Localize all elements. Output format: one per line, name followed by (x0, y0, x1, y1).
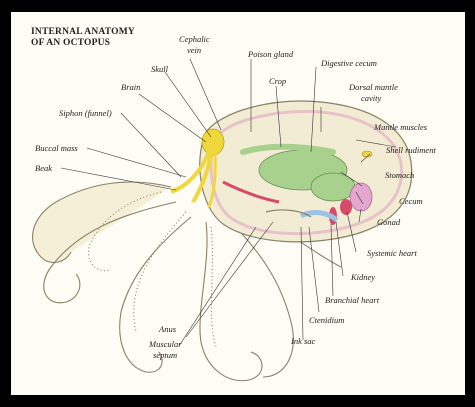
systemic-heart-shape (340, 199, 352, 215)
label-ink-sac: Ink sac (291, 336, 315, 346)
label-digestive-cecum: Digestive cecum (321, 58, 377, 68)
label-systemic-heart: Systemic heart (367, 248, 417, 258)
label-muscular-septum-1: Muscular (149, 339, 182, 349)
label-dorsal-mantle-cavity-1: Dorsal mantle (349, 82, 398, 92)
label-cecum: Cecum (399, 196, 423, 206)
label-dorsal-mantle-cavity-2: cavity (361, 93, 381, 103)
label-crop: Crop (269, 76, 286, 86)
label-branchial-heart: Branchial heart (325, 295, 379, 305)
label-ctenidium: Ctenidium (309, 315, 344, 325)
label-brain: Brain (121, 82, 140, 92)
label-gonad: Gonad (377, 217, 400, 227)
label-siphon: Siphon (funnel) (59, 108, 112, 118)
label-muscular-septum-2: septum (153, 350, 177, 360)
octopus-illustration (11, 12, 465, 395)
label-kidney: Kidney (351, 272, 375, 282)
label-skull: Skull (151, 64, 168, 74)
label-cephalic-vein-2: vein (187, 45, 201, 55)
gonad-shape (350, 183, 372, 211)
label-anus: Anus (159, 324, 176, 334)
label-shell-rudiment: Shell rudiment (386, 145, 436, 155)
label-stomach: Stomach (385, 170, 414, 180)
title-line-1: INTERNAL ANATOMY (31, 27, 135, 38)
label-beak: Beak (35, 163, 52, 173)
label-mantle-muscles: Mantle muscles (374, 122, 427, 132)
page-title: INTERNAL ANATOMY OF AN OCTOPUS (31, 27, 135, 49)
label-poison-gland: Poison gland (248, 49, 293, 59)
label-cephalic-vein-1: Cephalic (179, 34, 210, 44)
label-buccal-mass: Buccal mass (35, 143, 78, 153)
shell-rudiment-shape (362, 151, 372, 157)
diagram-canvas: INTERNAL ANATOMY OF AN OCTOPUS Skull Cep… (11, 12, 465, 395)
title-line-2: OF AN OCTOPUS (31, 38, 135, 49)
